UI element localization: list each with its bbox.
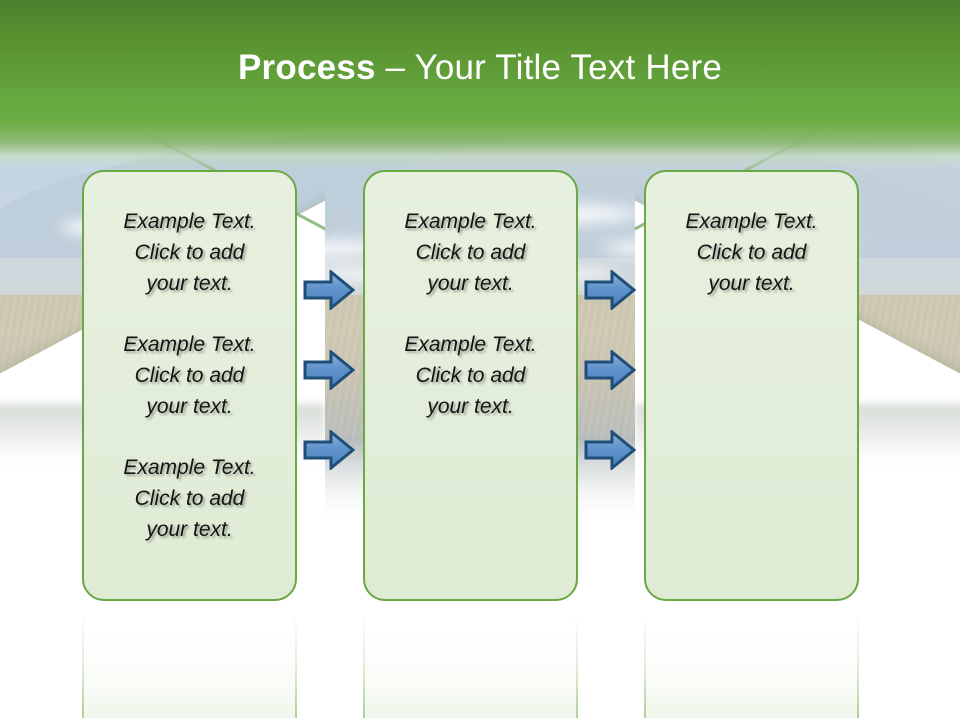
step-1-paragraph-2[interactable]: Example Text. Click to add your text. [123, 333, 256, 418]
step-3-paragraph-1[interactable]: Example Text. Click to add your text. [685, 210, 818, 295]
process-step-1-reflection [82, 603, 297, 718]
page-title-rest: Your Title Text Here [414, 48, 722, 87]
page-title-prefix: Process [238, 48, 376, 87]
arrow-right-icon[interactable] [303, 270, 355, 310]
page-title-separator: – [375, 48, 415, 87]
arrow-right-icon[interactable] [584, 430, 636, 470]
process-step-2[interactable]: Example Text. Click to add your text. Ex… [363, 170, 578, 601]
process-step-2-reflection [363, 603, 578, 718]
step-2-paragraph-2[interactable]: Example Text. Click to add your text. [404, 333, 537, 418]
process-step-3-reflection [644, 603, 859, 718]
arrow-right-icon[interactable] [303, 350, 355, 390]
arrow-right-icon[interactable] [584, 270, 636, 310]
step-2-paragraph-1[interactable]: Example Text. Click to add your text. [404, 210, 537, 295]
step-1-paragraph-3[interactable]: Example Text. Click to add your text. [123, 456, 256, 541]
step-1-paragraph-1[interactable]: Example Text. Click to add your text. [123, 210, 256, 295]
process-step-3[interactable]: Example Text. Click to add your text. [644, 170, 859, 601]
arrow-right-icon[interactable] [303, 430, 355, 470]
process-step-1[interactable]: Example Text. Click to add your text. Ex… [82, 170, 297, 601]
arrow-right-icon[interactable] [584, 350, 636, 390]
page-title: Process – Your Title Text Here [0, 48, 960, 88]
